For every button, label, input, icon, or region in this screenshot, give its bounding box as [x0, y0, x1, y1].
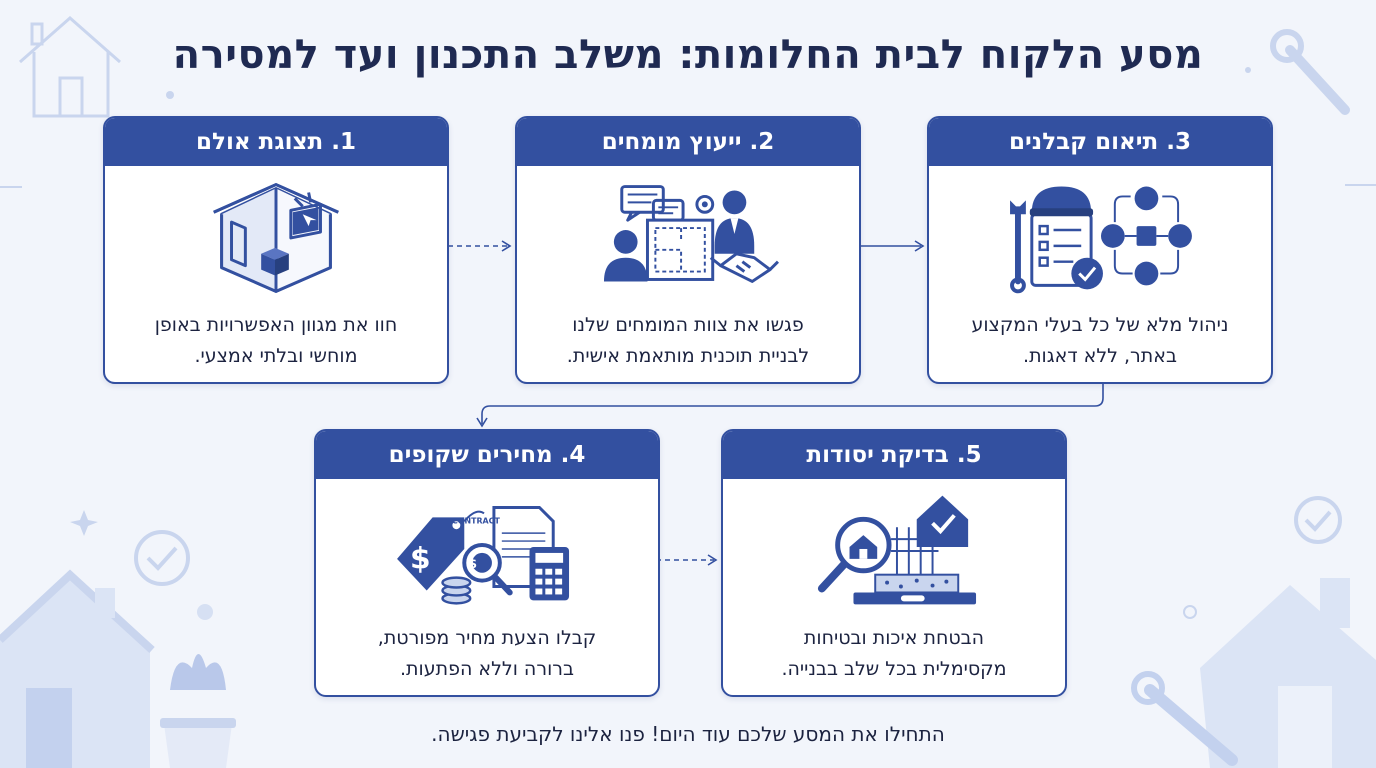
- gear-icon: [695, 194, 715, 214]
- contractor-coordination-icon: [1010, 186, 1192, 294]
- wrench-icon: [1144, 684, 1238, 766]
- step-description: חוו את מגוון האפשרויות באופן מוחשי ובלתי…: [154, 314, 398, 367]
- house-icon: [0, 569, 155, 768]
- step-description: ניהול מלא של כל בעלי המקצוע באתר, ללא דא…: [971, 314, 1229, 367]
- sparkle-icon: [70, 510, 98, 536]
- wrench-icon: [1285, 45, 1350, 115]
- foundation-inspection-icon: [817, 495, 977, 605]
- consultation-icon: [603, 185, 779, 283]
- page-title: מסע הלקוח לבית החלומות: משלב התכנון ועד …: [172, 32, 1204, 78]
- step-title: 2. ייעוץ מומחים: [517, 118, 859, 166]
- footer-call-to-action: התחילו את המסע שלכם עוד היום! פנו אלינו …: [431, 722, 945, 746]
- step-description: פגשו את צוות המומחים שלנו לבניית תוכנית …: [566, 314, 810, 367]
- house-outline-icon: [19, 16, 121, 118]
- showroom-icon: [213, 183, 339, 293]
- svg-text:$: $: [468, 557, 477, 572]
- step-card-contractor-coordination: 3. תיאום קבלנים: [927, 116, 1273, 384]
- house-icon: [1200, 578, 1376, 768]
- step-title: 5. בדיקת יסודות: [723, 431, 1065, 479]
- step-description: קבלו הצעת מחיר מפורטת, ברורה וללא הפתעות…: [377, 627, 597, 680]
- check-circle-icon: [134, 530, 190, 586]
- check-circle-icon: [1294, 496, 1342, 544]
- step-title: 1. תצוגת אולם: [105, 118, 447, 166]
- step-title: 3. תיאום קבלנים: [929, 118, 1271, 166]
- step-card-consultation: 2. ייעוץ מומחים פגשו את צוות: [515, 116, 861, 384]
- step-card-foundation-inspection: 5. בדיקת יסודות הבטחת איכות ובטיחות מקסי…: [721, 429, 1067, 697]
- coins-icon: [441, 576, 472, 605]
- step-description: הבטחת איכות ובטיחות מקסימלית בכל שלב בבנ…: [781, 627, 1007, 680]
- dollar-icon: $: [410, 541, 431, 576]
- step-card-transparent-pricing: 4. מחירים שקופים $ CONTRACT $ קבלו הצעת …: [314, 429, 660, 697]
- step-card-showroom: 1. תצוגת אולם חוו את מגוון האפשרויות באו…: [103, 116, 449, 384]
- step-title: 4. מחירים שקופים: [316, 431, 658, 479]
- contract-label: CONTRACT: [452, 516, 500, 525]
- house-check-icon: [916, 495, 969, 547]
- plant-icon: [160, 654, 236, 768]
- transparent-pricing-icon: $ CONTRACT $: [397, 505, 570, 605]
